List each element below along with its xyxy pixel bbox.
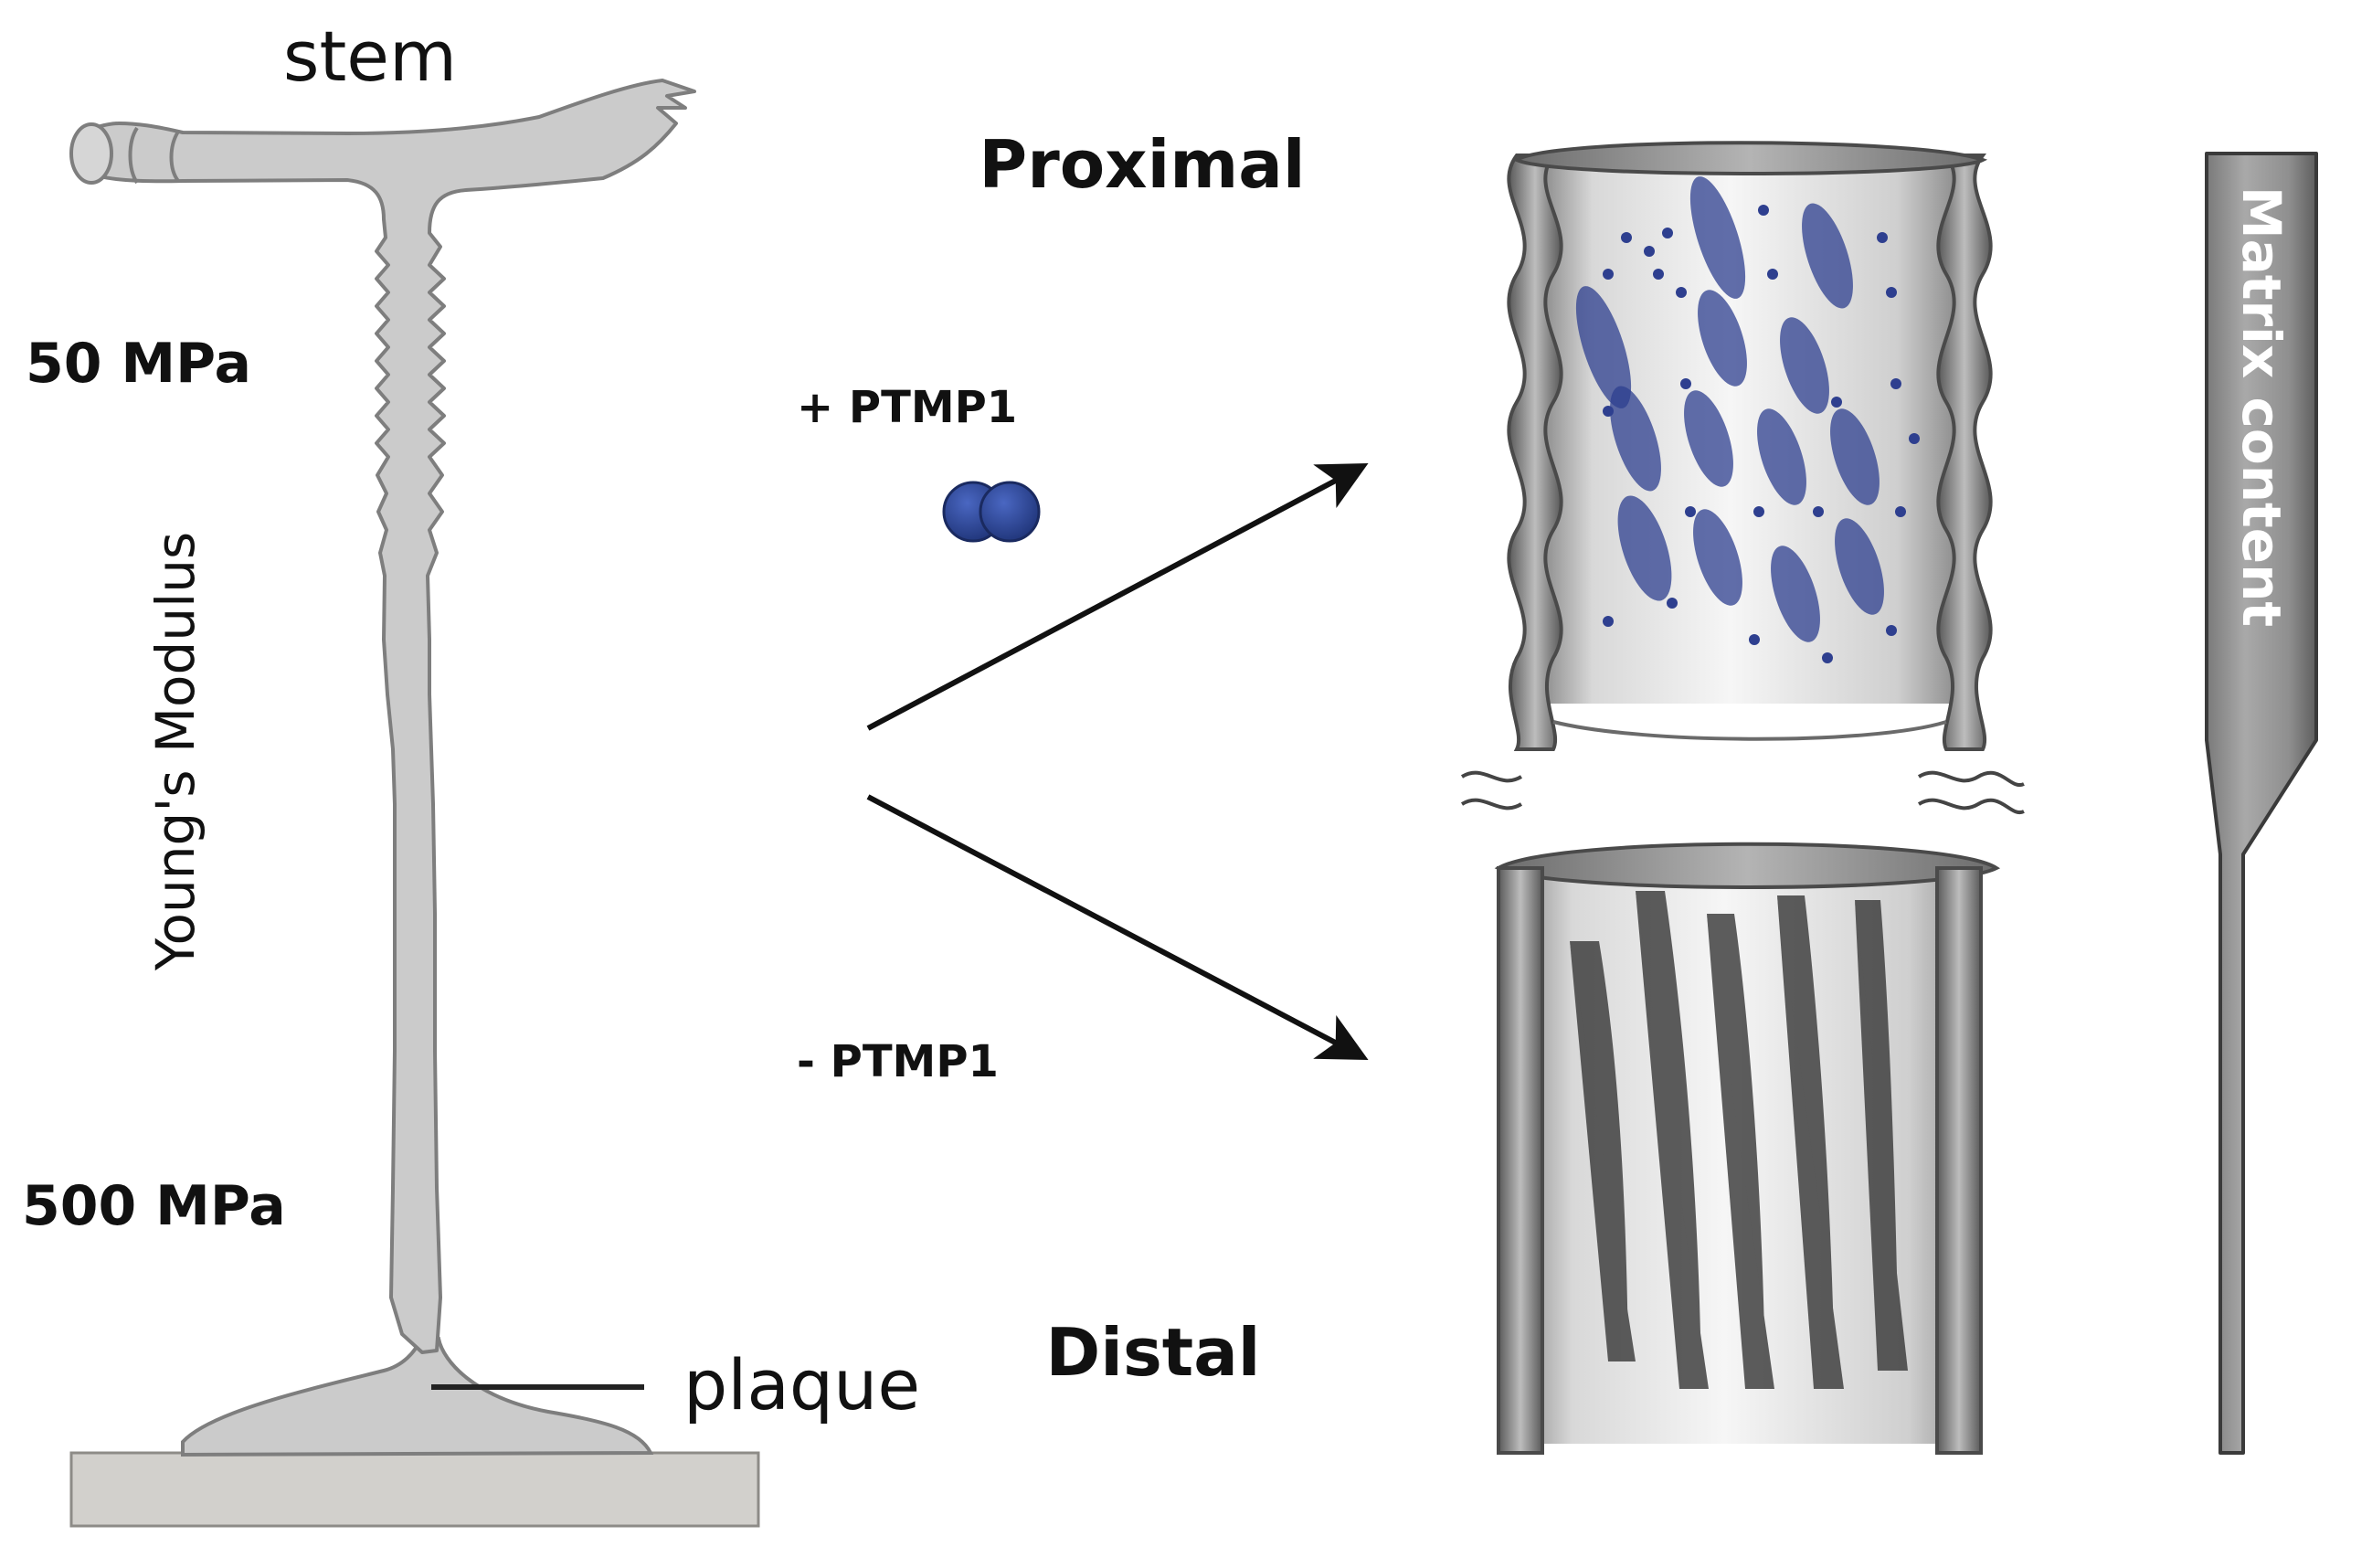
- stem-label: stem: [283, 16, 457, 97]
- plaque-label: plaque: [683, 1344, 920, 1425]
- proximal-right-wall: [1936, 154, 1993, 751]
- proximal-label: Proximal: [979, 126, 1305, 203]
- proximal-left-wall: [1507, 154, 1563, 751]
- byssal-thread: [69, 79, 760, 1528]
- break-marks: [1460, 770, 2025, 815]
- matrix-content-gradient-bar: [2205, 152, 2318, 1455]
- stem-cut-end: [69, 122, 113, 185]
- arrow-to-proximal: [866, 462, 1369, 731]
- substrate: [69, 1451, 760, 1528]
- distal-label: Distal: [1046, 1314, 1261, 1391]
- ptmp1-particle-icon: [942, 481, 1041, 543]
- stem-ridge: [128, 126, 180, 185]
- matrix-content-label: Matrix content: [2230, 186, 2293, 627]
- distal-left-wall: [1497, 866, 1544, 1455]
- distal-thread-section: [1494, 842, 2001, 1455]
- modulus-top-label: 50 MPa: [26, 332, 251, 396]
- modulus-bottom-label: 500 MPa: [22, 1174, 286, 1238]
- proximal-fibril-bundles: [1575, 176, 1884, 642]
- proximal-thread-section: [1507, 141, 1993, 751]
- arrow-to-distal: [866, 794, 1369, 1061]
- distal-top-rim: [1494, 842, 2001, 889]
- modulus-axis-label: Young's Modulus: [144, 532, 206, 971]
- proximal-top-rim: [1512, 141, 1988, 175]
- distal-aligned-fibrils: [1570, 891, 1908, 1389]
- thread-body: [71, 79, 696, 1354]
- plus-ptmp1-label: + PTMP1: [797, 382, 1017, 433]
- plaque-shape: [181, 1337, 654, 1457]
- proximal-matrix-dots: [1603, 205, 1920, 663]
- distal-right-wall: [1935, 866, 1983, 1455]
- minus-ptmp1-label: - PTMP1: [797, 1036, 999, 1087]
